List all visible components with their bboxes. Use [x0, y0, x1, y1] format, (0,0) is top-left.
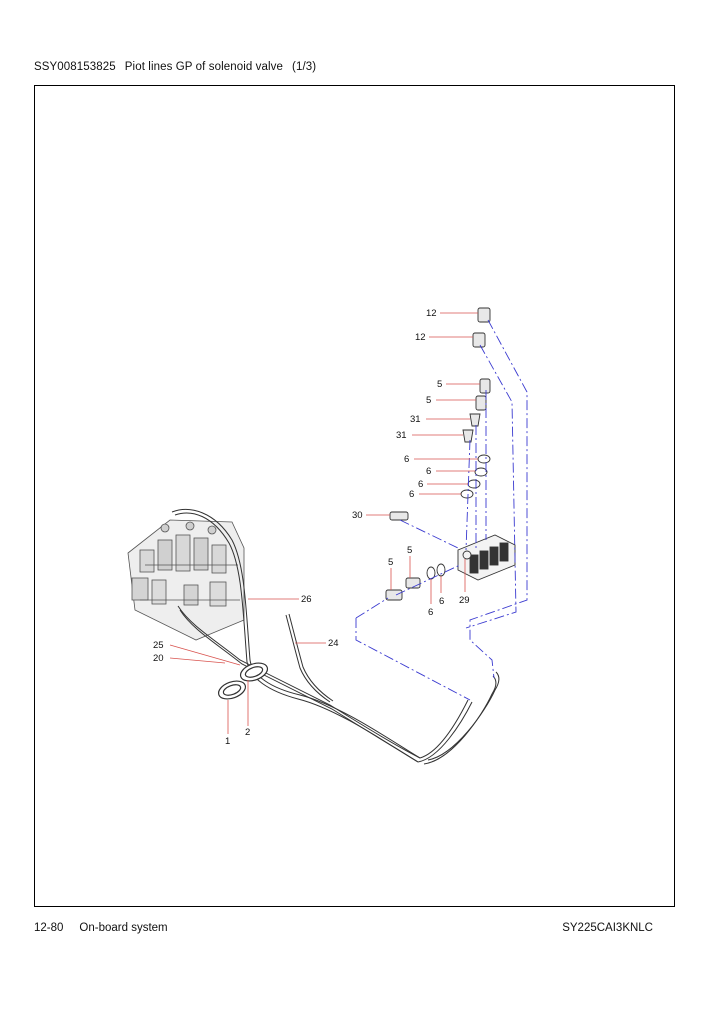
model-number: SY225CAI3KNLC	[562, 922, 653, 934]
callout-20: 20	[153, 653, 164, 664]
callout-6-third: 6	[418, 479, 423, 490]
centerlines	[355, 319, 528, 701]
callout-12-lower: 12	[415, 332, 426, 343]
callout-5-left: 5	[388, 557, 393, 568]
page-number: 12-80	[34, 922, 64, 934]
callout-2: 2	[245, 727, 250, 738]
callout-31-upper: 31	[410, 414, 421, 425]
callout-labels: 12 12 5 5 31 31 6 6 6 6 30 5 5 6 6 29 26…	[153, 308, 470, 747]
grommets	[217, 662, 269, 700]
callout-5-second: 5	[426, 395, 431, 406]
callout-5-upper: 5	[437, 379, 442, 390]
callout-1: 1	[225, 736, 230, 747]
callout-31-lower: 31	[396, 430, 407, 441]
section-name: On-board system	[79, 922, 168, 934]
doc-page-part: (1/3)	[292, 61, 317, 73]
callout-6-first: 6	[404, 454, 409, 465]
doc-code: SSY008153825	[34, 61, 116, 73]
control-valve-block	[127, 519, 245, 641]
leader-lines	[169, 312, 480, 734]
callout-6-second: 6	[426, 466, 431, 477]
callout-12-upper: 12	[426, 308, 437, 319]
solenoid-manifold	[457, 534, 516, 581]
callout-25: 25	[153, 640, 164, 651]
callout-6-bottom-left: 6	[428, 607, 433, 618]
callout-6-bottom-right: 6	[439, 596, 444, 607]
callout-6-fourth: 6	[409, 489, 414, 500]
pilot-hoses	[171, 508, 500, 765]
callout-29: 29	[459, 595, 470, 606]
callout-5-right: 5	[407, 545, 412, 556]
page-header: SSY008153825 Piot lines GP of solenoid va…	[34, 61, 325, 73]
callout-26: 26	[301, 594, 312, 605]
doc-title: Piot lines GP of solenoid valve	[124, 61, 284, 73]
page-footer-left: 12-80 On-board system	[34, 922, 168, 934]
callout-30: 30	[352, 510, 363, 521]
diagram-frame	[34, 85, 675, 907]
callout-24: 24	[328, 638, 339, 649]
